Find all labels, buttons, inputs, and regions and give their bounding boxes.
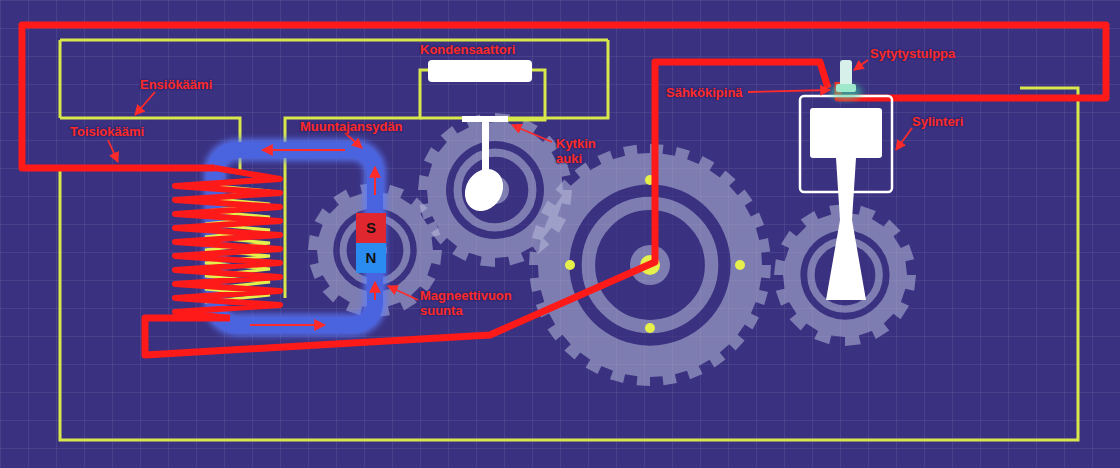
condenser [428,60,532,82]
part-label: Muuntajansydän [300,119,403,134]
spark-plug [830,60,862,100]
part-label: Kondensaattori [420,42,515,57]
pole-letter: N [366,250,377,266]
part-label: Kytkin auki [556,136,606,166]
gear-dot [645,323,655,333]
part-label: Sylinteri [912,114,963,129]
piston [810,108,882,300]
part-label: Ensiökäämi [140,77,212,92]
gear-dot [565,260,575,270]
magnet-pole: S [356,213,386,243]
magnet-pole: N [356,243,386,273]
secondary-coil [175,168,280,318]
part-label: Magneettivuon suunta [420,288,510,318]
breaker-switch [457,116,510,218]
leader-arrows [108,60,912,300]
part-label: Sähkökipinä [666,85,743,100]
part-label: Sytytystulppa [870,46,955,61]
gear-dot [735,260,745,270]
pole-letter: S [366,220,376,236]
secondary-circuit [22,25,1106,355]
part-label: Toisiokäämi [70,124,144,139]
